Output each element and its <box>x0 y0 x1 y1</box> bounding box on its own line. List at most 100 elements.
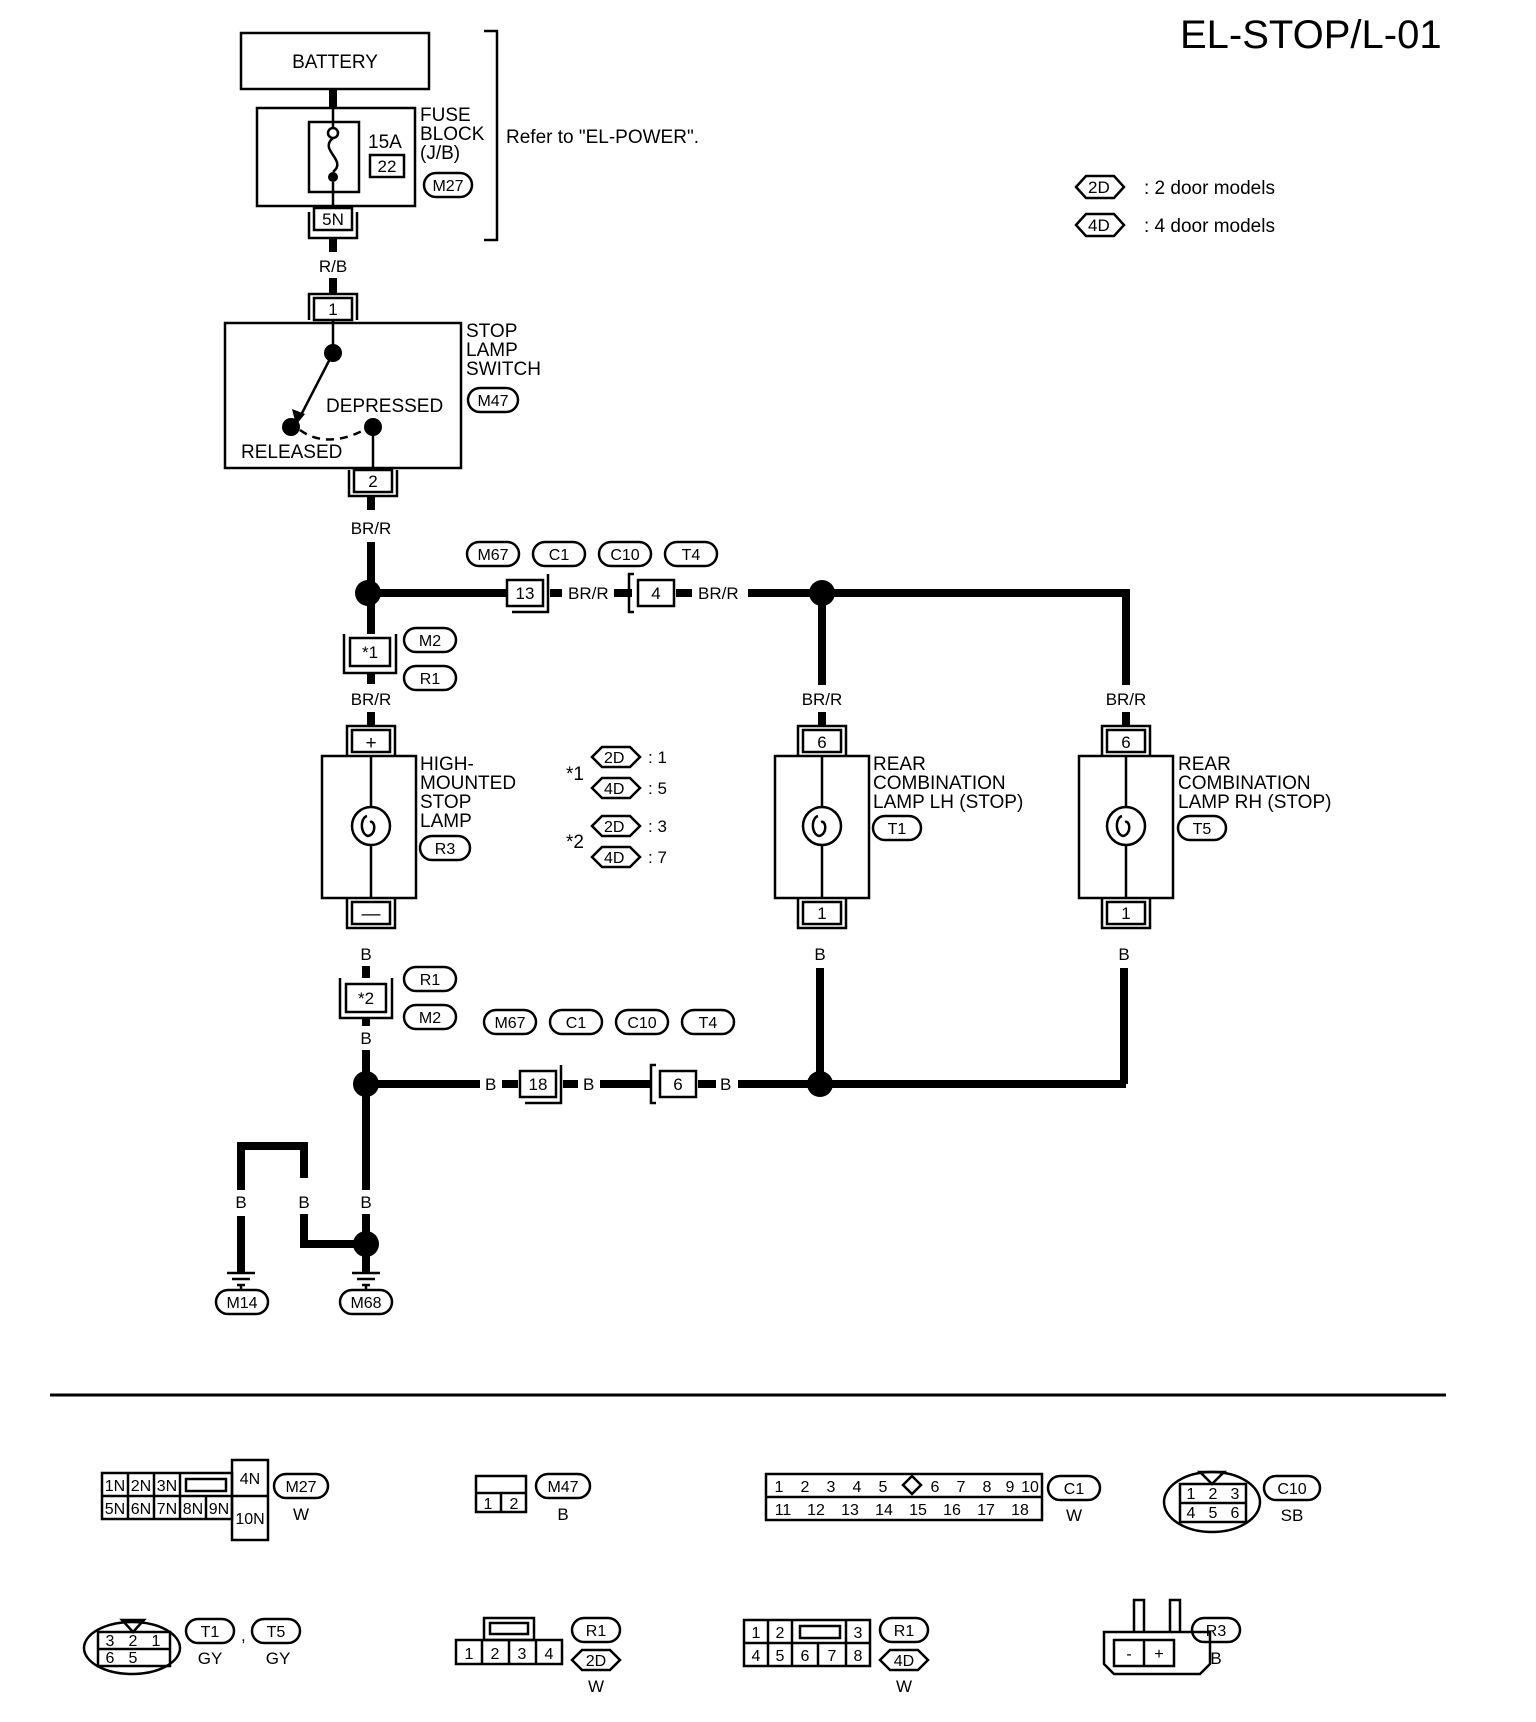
hm-bottom-code-2: M2 <box>419 1010 441 1027</box>
hm-plus: + <box>365 733 376 754</box>
c1-5: 5 <box>879 1479 888 1496</box>
wire-color-b-3: B <box>583 1075 594 1094</box>
r3-color: B <box>1210 1649 1221 1668</box>
r1-4d-4: 4 <box>752 1648 761 1665</box>
rear-lamp-lh: 6 1 REAR COMBINATION LAMP LH (STOP) T1 <box>773 724 1023 930</box>
fuse-block-connector: M27 <box>432 178 463 195</box>
battery: BATTERY <box>239 31 431 91</box>
t-5: 5 <box>129 1650 138 1667</box>
wire-color-b-g1: B <box>235 1193 246 1212</box>
note-1-star: *1 <box>566 764 584 785</box>
c10-2: 2 <box>1209 1486 1218 1503</box>
upper-terminal-4: 4 <box>651 584 660 603</box>
switch-released: RELEASED <box>241 442 342 463</box>
c1-14: 14 <box>875 1502 893 1519</box>
r3-plus: + <box>1154 1646 1163 1663</box>
legend-code-2d: 2D <box>1088 178 1110 197</box>
r1-2d-color: W <box>588 1677 604 1696</box>
c1-8: 8 <box>983 1479 992 1496</box>
r1-4d-2: 2 <box>776 1625 785 1642</box>
stop-lamp-switch: 1 DEPRESSED RELEASED STOP LAMP SWITCH M4… <box>223 292 541 498</box>
lower-conn-2: C1 <box>566 1015 587 1032</box>
ground-symbol-m68: M68 <box>338 1271 394 1316</box>
hm-bottom-terminal: *2 <box>358 989 374 1008</box>
m27-2n: 2N <box>131 1478 151 1495</box>
notes: *1 2D : 1 4D : 5 *2 2D : 3 4D : 7 <box>566 745 667 869</box>
note-2-star: *2 <box>566 832 584 853</box>
m27-color: W <box>293 1505 309 1524</box>
c1-16: 16 <box>943 1502 961 1519</box>
refer-text: Refer to "EL-POWER". <box>506 127 699 148</box>
legend-text-4d: : 4 door models <box>1144 216 1275 237</box>
connector-view-r1-4d: 1 2 3 4 5 6 7 8 R1 4D W <box>742 1616 930 1696</box>
m27-5n: 5N <box>105 1501 125 1518</box>
c10-3: 3 <box>1231 1486 1240 1503</box>
lower-terminal-18: 18 <box>529 1075 548 1094</box>
hm-label-1: HIGH- <box>420 754 474 775</box>
r1-4d-1: 1 <box>752 1625 761 1642</box>
lower-conn-4: T4 <box>699 1015 718 1032</box>
fuse-block-label-2: BLOCK <box>420 124 485 145</box>
lh-label-1: REAR <box>873 754 926 775</box>
hm-connector-bottom: *2 R1 M2 <box>338 965 458 1031</box>
c10-4: 4 <box>1187 1505 1196 1522</box>
c1-13: 13 <box>841 1502 859 1519</box>
wire-color-b-lh: B <box>814 945 825 964</box>
hm-lamp: + — HIGH- MOUNTED STOP LAMP R3 <box>320 724 516 930</box>
lh-terminal-in: 6 <box>817 733 826 752</box>
hm-bottom-code-1: R1 <box>420 972 441 989</box>
c10-5: 5 <box>1209 1505 1218 1522</box>
rh-connector: T5 <box>1193 821 1212 838</box>
rear-lamp-rh: 6 1 REAR COMBINATION LAMP RH (STOP) T5 <box>1077 724 1331 930</box>
m27-8n: 8N <box>183 1501 203 1518</box>
c1-3: 3 <box>827 1479 836 1496</box>
hm-connector: R3 <box>435 841 456 858</box>
wire-color-brr-rh: BR/R <box>1106 690 1147 709</box>
c1-11: 11 <box>775 1502 792 1519</box>
note-1-val-1: : 1 <box>648 748 667 767</box>
r1-4d-5: 5 <box>776 1648 785 1665</box>
lh-label-2: COMBINATION <box>873 773 1006 794</box>
r1-4d-model: 4D <box>894 1653 914 1670</box>
c1-1: 1 <box>775 1479 784 1496</box>
wire-color-rb: R/B <box>319 257 347 276</box>
t5-code: T5 <box>267 1624 286 1641</box>
lower-connector-labels: M67 C1 C10 T4 <box>482 1008 736 1036</box>
fuse-terminal: 5N <box>322 210 344 229</box>
c1-7: 7 <box>957 1479 966 1496</box>
switch-connector: M47 <box>477 393 508 410</box>
hm-top-terminal: *1 <box>362 643 378 662</box>
r1-2d-pin-3: 3 <box>518 1646 527 1663</box>
upper-conn-2: C1 <box>549 547 570 564</box>
fuse-block: 15A 22 FUSE BLOCK (J/B) M27 5N <box>255 105 485 240</box>
c1-code: C1 <box>1064 1481 1085 1498</box>
m47-color: B <box>557 1505 568 1524</box>
fuse-block-label-1: FUSE <box>420 105 471 126</box>
switch-terminal-in: 1 <box>328 300 337 319</box>
wire-color-brr-lh: BR/R <box>802 690 843 709</box>
connector-view-c10: 1 2 3 4 5 6 C10 SB <box>1162 1470 1322 1534</box>
m47-code: M47 <box>547 1479 578 1496</box>
m27-1n: 1N <box>105 1478 125 1495</box>
hm-label-3: STOP <box>420 792 471 813</box>
r1-2d-code: R1 <box>586 1623 607 1640</box>
c1-10: 10 <box>1021 1479 1039 1496</box>
hm-connector-top: *1 M2 R1 <box>342 626 458 692</box>
hm-label-4: LAMP <box>420 811 472 832</box>
wire-color-b-4: B <box>720 1075 731 1094</box>
c10-code: C10 <box>1277 1481 1306 1498</box>
wire-color-brr-1: BR/R <box>351 519 392 538</box>
lh-connector: T1 <box>888 821 907 838</box>
c1-15: 15 <box>909 1502 927 1519</box>
rh-terminal-out: 1 <box>1121 904 1130 923</box>
c1-2: 2 <box>801 1479 810 1496</box>
ground-symbol-m14: M14 <box>214 1271 270 1316</box>
m27-6n: 6N <box>131 1501 151 1518</box>
m47-pin-2: 2 <box>510 1496 519 1513</box>
t-1: 1 <box>152 1633 161 1650</box>
wire-color-b-2: B <box>485 1075 496 1094</box>
wire-color-brr-3: BR/R <box>698 584 739 603</box>
r1-2d-model: 2D <box>586 1653 606 1670</box>
t-2: 2 <box>129 1633 138 1650</box>
m27-3n: 3N <box>157 1478 177 1495</box>
